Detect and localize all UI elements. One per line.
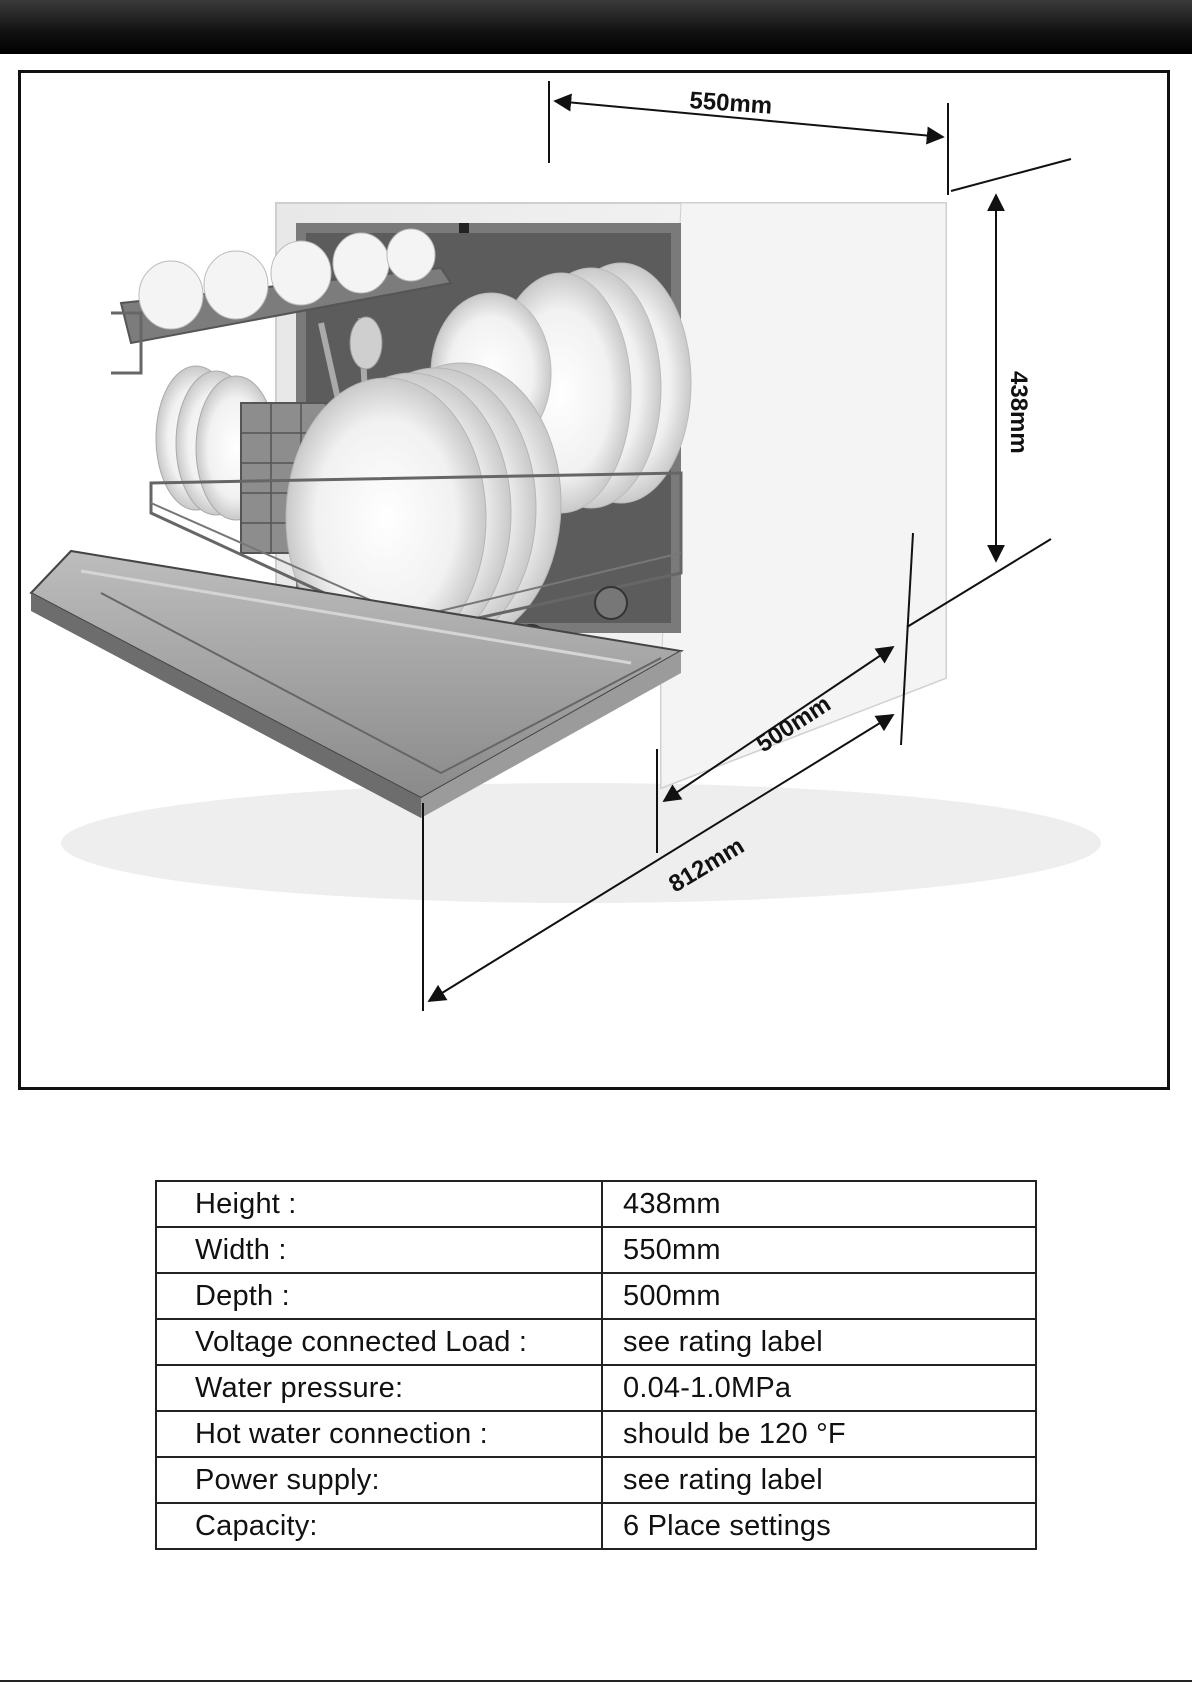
width-dimension-label: 550mm [689,87,773,120]
spec-label: Height : [156,1181,602,1227]
spec-label: Width : [156,1227,602,1273]
spec-label: Power supply: [156,1457,602,1503]
table-row: Water pressure: 0.04-1.0MPa [156,1365,1036,1411]
spec-value: 0.04-1.0MPa [602,1365,1036,1411]
footer-rule [0,1680,1192,1682]
spec-value: 438mm [602,1181,1036,1227]
table-row: Capacity: 6 Place settings [156,1503,1036,1549]
table-row: Width : 550mm [156,1227,1036,1273]
spec-value: 550mm [602,1227,1036,1273]
spec-value: 6 Place settings [602,1503,1036,1549]
dishwasher-illustration: 550mm 438mm 500mm 812mm [21,73,1167,1087]
spec-label: Voltage connected Load : [156,1319,602,1365]
spec-label: Water pressure: [156,1365,602,1411]
table-row: Voltage connected Load : see rating labe… [156,1319,1036,1365]
spec-value: see rating label [602,1457,1036,1503]
spec-label: Capacity: [156,1503,602,1549]
dimension-figure: 550mm 438mm 500mm 812mm [18,70,1170,1090]
table-row: Height : 438mm [156,1181,1036,1227]
specifications-table: Height : 438mm Width : 550mm Depth : 500… [155,1180,1037,1550]
spec-value: 500mm [602,1273,1036,1319]
spec-value: see rating label [602,1319,1036,1365]
spec-value: should be 120 °F [602,1411,1036,1457]
height-dimension-label: 438mm [1005,371,1032,454]
table-row: Hot water connection : should be 120 °F [156,1411,1036,1457]
spec-label: Hot water connection : [156,1411,602,1457]
table-row: Depth : 500mm [156,1273,1036,1319]
spec-label: Depth : [156,1273,602,1319]
table-row: Power supply: see rating label [156,1457,1036,1503]
header-bar [0,0,1192,54]
